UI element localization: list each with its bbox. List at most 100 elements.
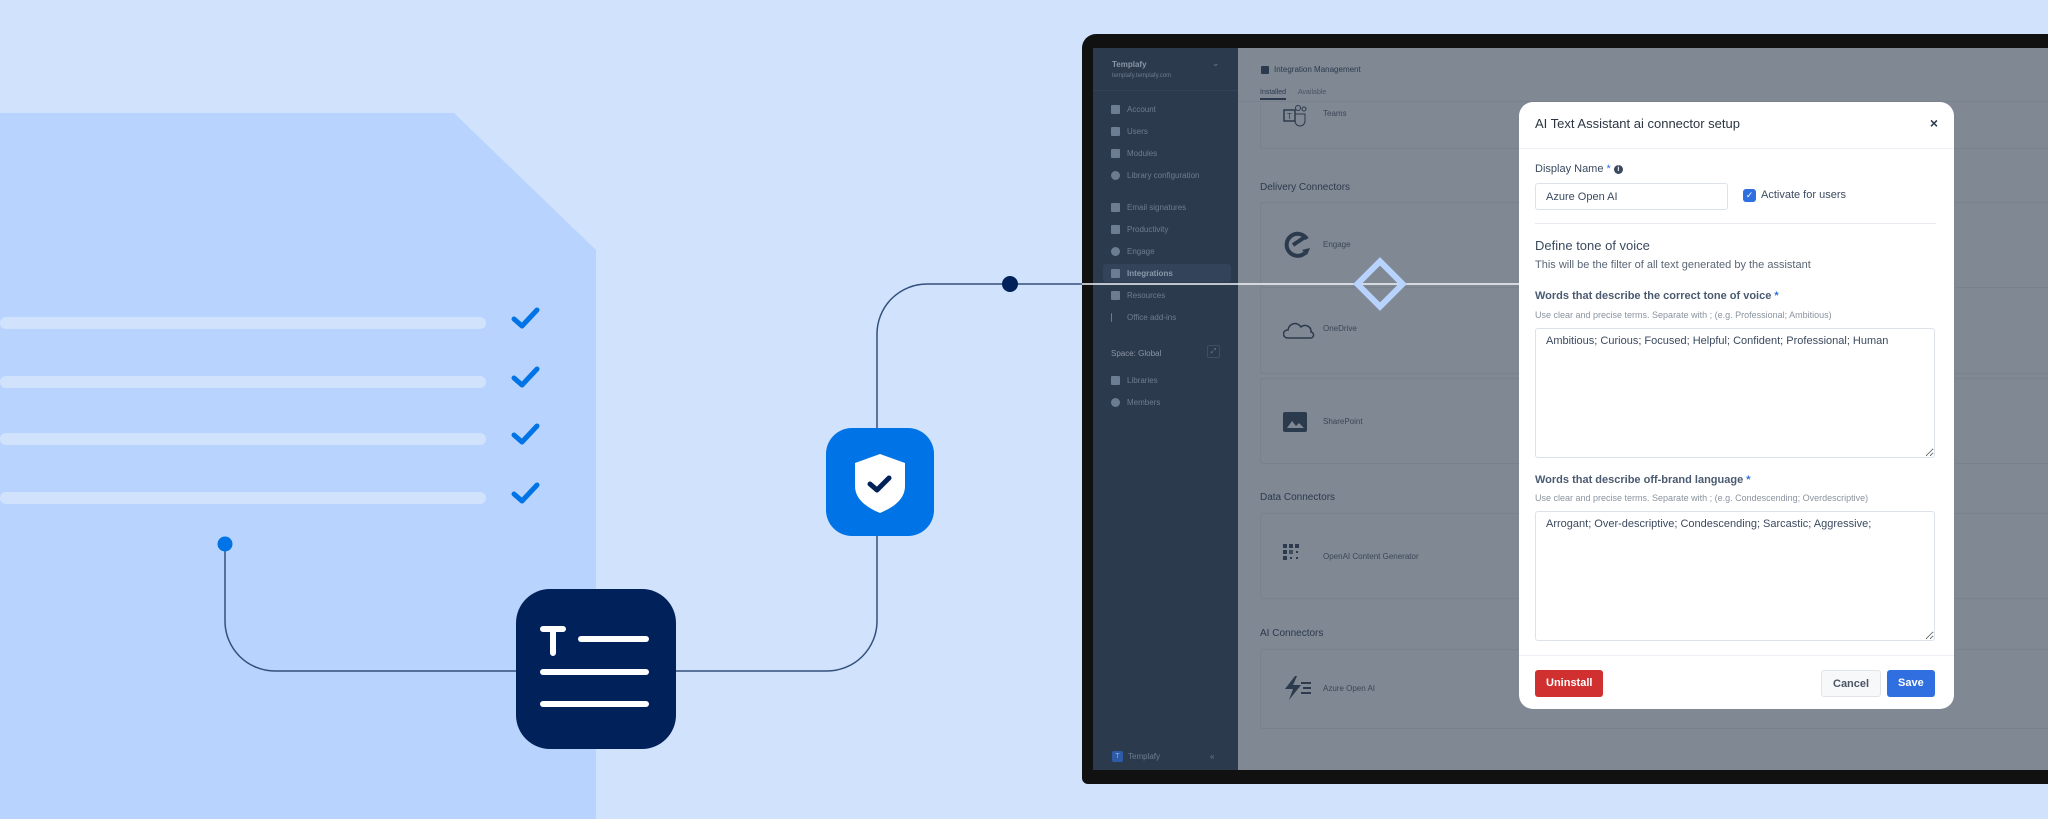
required-mark: *	[1746, 474, 1751, 486]
info-icon[interactable]: i	[1613, 165, 1623, 174]
connector-setup-modal: AI Text Assistant ai connector setup × D…	[1519, 102, 1954, 709]
offbrand-hint: Use clear and precise terms. Separate wi…	[1535, 493, 1869, 503]
text-document-icon	[516, 589, 676, 749]
chevron-down-icon[interactable]: ⌄	[1212, 58, 1220, 68]
collapse-sidebar-icon[interactable]: «	[1210, 752, 1215, 761]
required-mark: *	[1606, 163, 1611, 175]
tone-subtitle: This will be the filter of all text gene…	[1535, 259, 1811, 271]
gear-icon	[1111, 170, 1120, 180]
sidebar-item-office-addins[interactable]: Office add-ins	[1103, 308, 1231, 326]
close-icon[interactable]: ×	[1929, 115, 1938, 131]
sidebar-item-engage[interactable]: Engage	[1103, 242, 1231, 260]
checklist-bar	[0, 376, 486, 388]
activate-for-users-label[interactable]: Activate for users	[1761, 189, 1846, 201]
checklist-bar	[0, 433, 486, 445]
sidebar-item-label: Modules	[1127, 148, 1158, 158]
sidebar-item-label: Library configuration	[1127, 170, 1200, 180]
office-addins-icon	[1111, 312, 1120, 322]
cancel-button[interactable]: Cancel	[1821, 670, 1882, 697]
engage-icon	[1111, 246, 1120, 256]
productivity-icon	[1111, 224, 1120, 234]
sidebar-item-users[interactable]: Users	[1103, 122, 1231, 140]
tab-installed[interactable]: Installed	[1260, 89, 1287, 100]
card-name: Teams	[1323, 109, 1347, 118]
tone-heading: Define tone of voice	[1535, 238, 1650, 253]
card-name: OneDrive	[1323, 324, 1357, 333]
org-url: templafy.templafy.com	[1112, 73, 1172, 79]
svg-text:T: T	[1287, 112, 1292, 121]
integrations-icon	[1111, 268, 1120, 278]
offbrand-textarea[interactable]: Arrogant; Over-descriptive; Condescendin…	[1535, 511, 1935, 641]
correct-tone-textarea[interactable]: Ambitious; Curious; Focused; Helpful; Co…	[1535, 328, 1935, 458]
sidebar-footer[interactable]: T Templafy	[1112, 751, 1160, 762]
card-name: Azure Open AI	[1323, 684, 1376, 693]
display-name-input[interactable]	[1535, 183, 1728, 210]
card-name: Engage	[1323, 240, 1351, 249]
sidebar: Templafy templafy.templafy.com ⌄ Account…	[1093, 48, 1238, 770]
checkmark-icon	[511, 482, 540, 504]
checkmark-icon	[511, 307, 540, 329]
sidebar-item-members[interactable]: Members	[1103, 393, 1231, 411]
sidebar-item-label: Members	[1127, 397, 1161, 407]
sidebar-item-productivity[interactable]: Productivity	[1103, 220, 1231, 238]
modal-title: AI Text Assistant ai connector setup	[1535, 116, 1740, 131]
correct-tone-label: Words that describe the correct tone of …	[1535, 290, 1779, 302]
sidebar-item-label: Office add-ins	[1127, 312, 1177, 322]
sidebar-item-label: Resources	[1127, 290, 1166, 300]
sidebar-item-library-configuration[interactable]: Library configuration	[1103, 166, 1231, 184]
grid-icon	[1283, 544, 1299, 560]
users-icon	[1111, 126, 1120, 136]
sidebar-item-label: Email signatures	[1127, 202, 1187, 212]
templafy-logo: T	[1112, 751, 1123, 762]
sidebar-item-label: Productivity	[1127, 224, 1169, 234]
switch-space-icon[interactable]: ⤢	[1207, 345, 1220, 358]
account-icon	[1111, 104, 1120, 114]
display-name-label: Display Name *i	[1535, 163, 1623, 175]
illustration-document-panel	[0, 113, 596, 819]
gear-icon	[1111, 397, 1120, 407]
sidebar-item-libraries[interactable]: Libraries	[1103, 371, 1231, 389]
card-name: SharePoint	[1323, 417, 1363, 426]
section-title-ai: AI Connectors	[1260, 628, 1324, 639]
required-mark: *	[1774, 290, 1779, 302]
sidebar-item-label: Account	[1127, 104, 1156, 114]
label-text: Words that describe off-brand language	[1535, 474, 1744, 486]
sidebar-item-account[interactable]: Account	[1103, 100, 1231, 118]
modules-icon	[1111, 148, 1120, 158]
org-name[interactable]: Templafy	[1112, 60, 1147, 69]
tab-available[interactable]: Available	[1298, 89, 1327, 96]
checkmark-icon	[511, 366, 540, 388]
sharepoint-icon	[1283, 412, 1307, 432]
onedrive-icon	[1283, 322, 1315, 339]
offbrand-label: Words that describe off-brand language *	[1535, 474, 1751, 486]
checkmark-icon	[511, 423, 540, 445]
sidebar-item-label: Engage	[1127, 246, 1155, 256]
footer-label: Templafy	[1128, 752, 1161, 761]
sidebar-item-label: Libraries	[1127, 375, 1158, 385]
libraries-icon	[1111, 375, 1120, 385]
sidebar-item-integrations[interactable]: Integrations	[1103, 264, 1231, 282]
sidebar-item-resources[interactable]: Resources	[1103, 286, 1231, 304]
email-signature-icon	[1111, 202, 1120, 212]
main-header: Integration Management Installed Availab…	[1238, 48, 2048, 102]
divider	[1535, 223, 1936, 224]
card-name: OpenAI Content Generator	[1323, 552, 1419, 561]
uninstall-button[interactable]: Uninstall	[1535, 670, 1604, 697]
label-text: Display Name	[1535, 163, 1604, 175]
divider	[1519, 148, 1954, 149]
activate-for-users-checkbox[interactable]: ✓	[1743, 189, 1756, 202]
save-button[interactable]: Save	[1887, 670, 1935, 697]
sidebar-item-modules[interactable]: Modules	[1103, 144, 1231, 162]
divider	[1093, 90, 1238, 91]
sidebar-item-label: Integrations	[1127, 268, 1173, 278]
divider	[1519, 655, 1954, 656]
page-title-text: Integration Management	[1274, 65, 1361, 74]
checklist-bar	[0, 317, 486, 329]
engage-icon	[1284, 231, 1310, 258]
section-title-delivery: Delivery Connectors	[1260, 182, 1351, 193]
space-label: Space: Global	[1111, 349, 1162, 358]
label-text: Words that describe the correct tone of …	[1535, 290, 1772, 302]
sidebar-item-email-signatures[interactable]: Email signatures	[1103, 198, 1231, 216]
page-title: Integration Management	[1261, 65, 1361, 74]
resources-icon	[1111, 290, 1120, 300]
